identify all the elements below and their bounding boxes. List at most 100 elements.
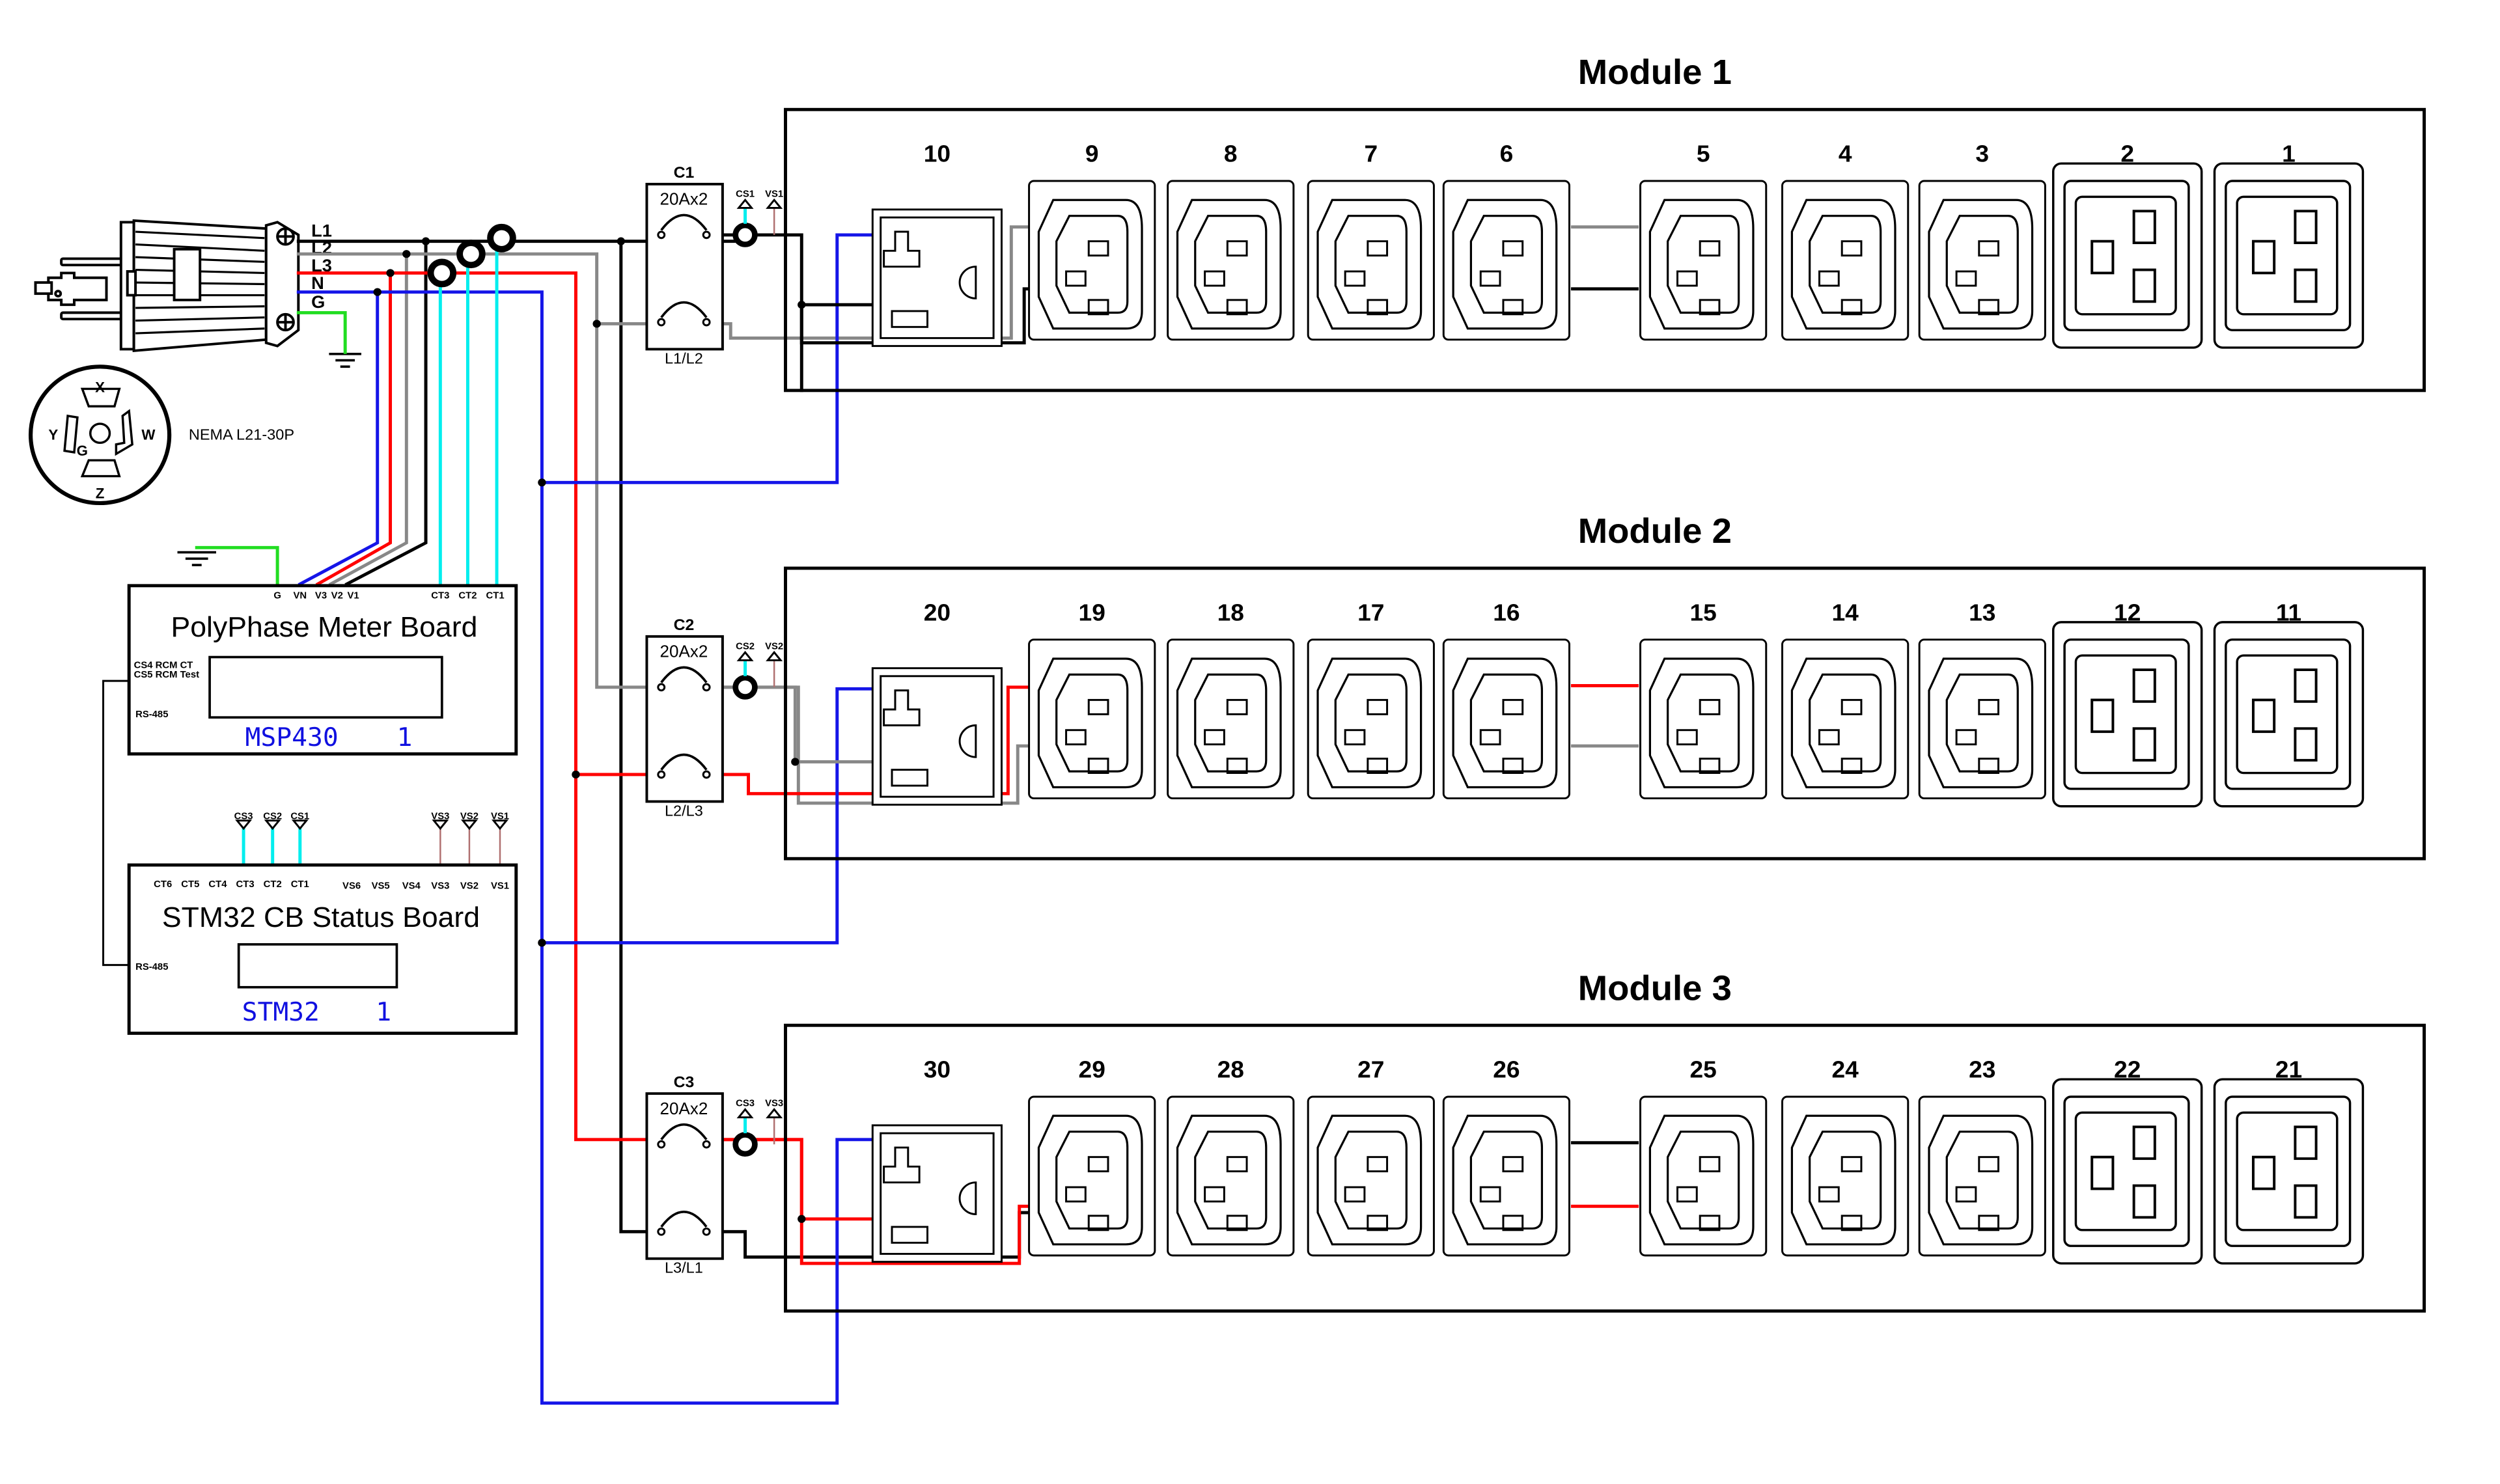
outlet-6-c13-icon[interactable]	[1442, 180, 1571, 341]
module-chassis	[784, 566, 2426, 860]
outlet-number: 14	[1832, 599, 1859, 626]
status-pin-ct2: CT2	[264, 879, 282, 890]
outlet-25-c13-icon[interactable]	[1639, 1095, 1768, 1257]
outlet-10-universal-icon[interactable]	[871, 208, 1003, 348]
module-chassis	[784, 1023, 2426, 1313]
nema-pin-g: G	[77, 443, 88, 459]
meter-pin-v2: V2	[331, 590, 343, 601]
outlet-number: 9	[1085, 141, 1099, 167]
wire-l1	[296, 240, 1036, 1259]
ground-icon	[329, 352, 361, 368]
outlet-27-c13-icon[interactable]	[1307, 1095, 1435, 1257]
wire-l3	[296, 271, 1036, 1265]
status-board-title: STM32 CB Status Board	[162, 901, 480, 933]
outlet-17-c13-icon[interactable]	[1307, 639, 1435, 800]
outlet-4-c13-icon[interactable]	[1781, 180, 1910, 341]
ct-ring-icon	[456, 240, 486, 269]
outlet-number: 1	[2282, 141, 2296, 167]
outlet-7-c13-icon[interactable]	[1307, 180, 1435, 341]
status-vs-tag: VS2	[460, 811, 479, 821]
breaker-contact-icon	[660, 753, 708, 771]
outlet-number: 15	[1689, 599, 1716, 626]
outlet-15-c13-icon[interactable]	[1639, 639, 1768, 800]
status-pin-vs6: VS6	[342, 881, 361, 892]
breaker-ct-tag: CS3	[736, 1099, 755, 1109]
outlet-number: 23	[1969, 1056, 1995, 1083]
breaker-vs-tag: VS3	[765, 1099, 783, 1109]
meter-pin-g: G	[273, 590, 281, 601]
outlet-24-c13-icon[interactable]	[1781, 1095, 1910, 1257]
status-board-chip: STM32	[242, 998, 320, 1027]
outlet-8-c13-icon[interactable]	[1167, 180, 1295, 341]
outlet-21-c19-icon[interactable]	[2213, 1078, 2365, 1265]
module-title: Module 2	[1578, 512, 1732, 551]
status-pin-vs2: VS2	[460, 881, 479, 892]
meter-pin-ct1: CT1	[486, 590, 505, 601]
outlet-23-c13-icon[interactable]	[1918, 1095, 2046, 1257]
status-pin-vs1: VS1	[491, 881, 509, 892]
wiring	[102, 225, 1639, 1405]
meter-board-title: PolyPhase Meter Board	[171, 611, 478, 643]
outlet-number: 17	[1357, 599, 1384, 626]
outlet-19-c13-icon[interactable]	[1028, 639, 1156, 800]
outlet-number: 6	[1500, 141, 1514, 167]
outlet-16-c13-icon[interactable]	[1442, 639, 1571, 800]
outlet-9-c13-icon[interactable]	[1028, 180, 1156, 341]
outlet-26-c13-icon[interactable]	[1442, 1095, 1571, 1257]
breaker-id: C3	[674, 1074, 695, 1092]
vs-tag-icon	[460, 819, 478, 831]
ct-tag-icon	[736, 1108, 754, 1119]
wire-label-l1: L1	[311, 221, 332, 241]
breaker-contact-icon	[660, 666, 708, 683]
wire-label-g: G	[311, 292, 325, 312]
outlet-5-c13-icon[interactable]	[1639, 180, 1768, 341]
outlet-12-c19-icon[interactable]	[2052, 621, 2203, 808]
wire-n	[296, 233, 874, 1405]
ct-tag-icon	[736, 198, 754, 209]
plug-wire-labels: L1 L2 L3 N G	[311, 221, 332, 312]
outlet-number: 4	[1839, 141, 1852, 167]
outlet-2-c19-icon[interactable]	[2052, 162, 2203, 349]
outlet-13-c13-icon[interactable]	[1918, 639, 2046, 800]
ct-ring-icon	[732, 223, 758, 247]
breaker-vs-tag: VS1	[765, 189, 783, 199]
outlet-number: 25	[1689, 1056, 1716, 1083]
outlet-20-universal-icon[interactable]	[871, 667, 1003, 806]
outlet-number: 2	[2120, 141, 2134, 167]
outlet-number: 22	[2114, 1056, 2141, 1083]
breaker-contact-icon	[660, 1211, 708, 1228]
status-ct-tag: CS3	[234, 811, 253, 821]
ct-tag-icon	[291, 819, 309, 831]
meter-board-chip: MSP430	[245, 723, 339, 752]
l21-30p-plug-icon	[34, 219, 300, 353]
outlet-22-c19-icon[interactable]	[2052, 1078, 2203, 1265]
outlet-14-c13-icon[interactable]	[1781, 639, 1910, 800]
meter-label-cs4: CS4 RCM CT	[134, 661, 193, 671]
wire-l2	[296, 225, 1029, 805]
outlet-11-c19-icon[interactable]	[2213, 621, 2365, 808]
breaker-phases: L1/L2	[665, 350, 703, 367]
outlet-3-c13-icon[interactable]	[1918, 180, 2046, 341]
outlet-18-c13-icon[interactable]	[1167, 639, 1295, 800]
status-pin-ct1: CT1	[291, 879, 309, 890]
wire-c1-out-2	[799, 287, 1029, 345]
meter-ground-icon	[177, 551, 216, 566]
status-pin-vs4: VS4	[402, 881, 421, 892]
junction-dots	[373, 237, 806, 1223]
vs-tag-icon	[491, 819, 509, 831]
outlet-30-universal-icon[interactable]	[871, 1124, 1003, 1263]
ct-ring-icon	[732, 1132, 758, 1157]
outlet-number: 18	[1217, 599, 1244, 626]
meter-pin-v3: V3	[315, 590, 327, 601]
outlet-29-c13-icon[interactable]	[1028, 1095, 1156, 1257]
outlet-1-c19-icon[interactable]	[2213, 162, 2365, 349]
outlet-28-c13-icon[interactable]	[1167, 1095, 1295, 1257]
main-ct-sensors	[427, 223, 516, 288]
outlet-number: 16	[1493, 599, 1520, 626]
outlet-number: 30	[924, 1056, 951, 1083]
